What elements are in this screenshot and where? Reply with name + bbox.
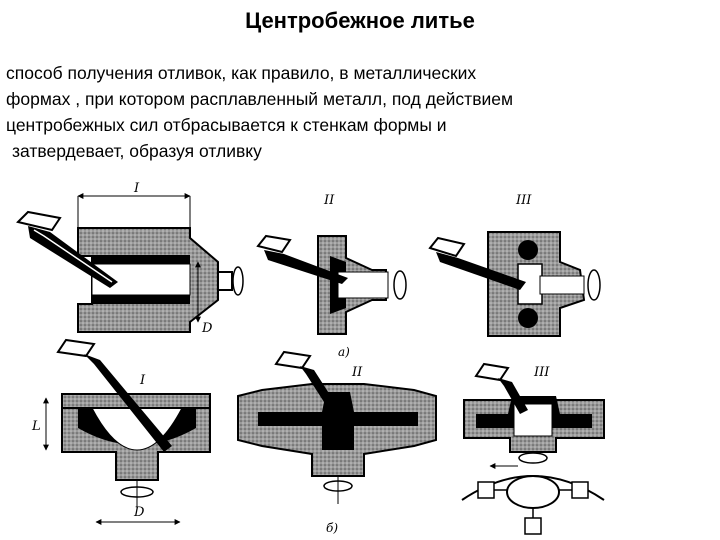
label-b-ii: II xyxy=(351,365,363,380)
dim-label-b-d: D xyxy=(133,505,145,520)
label-b-iii: III xyxy=(533,365,550,380)
caption-b: б) xyxy=(326,521,338,535)
dim-label-b-l: L xyxy=(31,419,41,434)
definition-line-3: центробежных сил отбрасывается к стенкам… xyxy=(6,115,447,135)
definition-line-4: затвердевает, образуя отливку xyxy=(12,141,262,161)
mold-stacked: III xyxy=(461,362,605,535)
definition-line-1: способ получения отливок, как правило, в… xyxy=(6,63,477,83)
mold-vertical-disc: III xyxy=(428,193,601,337)
definition-text: способ получения отливок, как правило, в… xyxy=(6,60,706,164)
page-title: Центробежное литье xyxy=(245,8,475,33)
mold-wheel: II xyxy=(237,350,437,504)
label-a-i: I xyxy=(133,181,140,196)
caption-a: а) xyxy=(338,345,350,359)
mold-horizontal-long: I D xyxy=(16,181,244,336)
label-b-i: I xyxy=(139,373,146,388)
dim-label-a-d: D xyxy=(201,321,213,336)
mold-bowl: I D L xyxy=(31,338,211,525)
label-a-ii: II xyxy=(323,193,335,208)
label-a-iii: III xyxy=(515,193,532,208)
mold-disc: II xyxy=(256,193,407,335)
definition-line-2: формах , при котором расплавленный метал… xyxy=(6,89,514,109)
